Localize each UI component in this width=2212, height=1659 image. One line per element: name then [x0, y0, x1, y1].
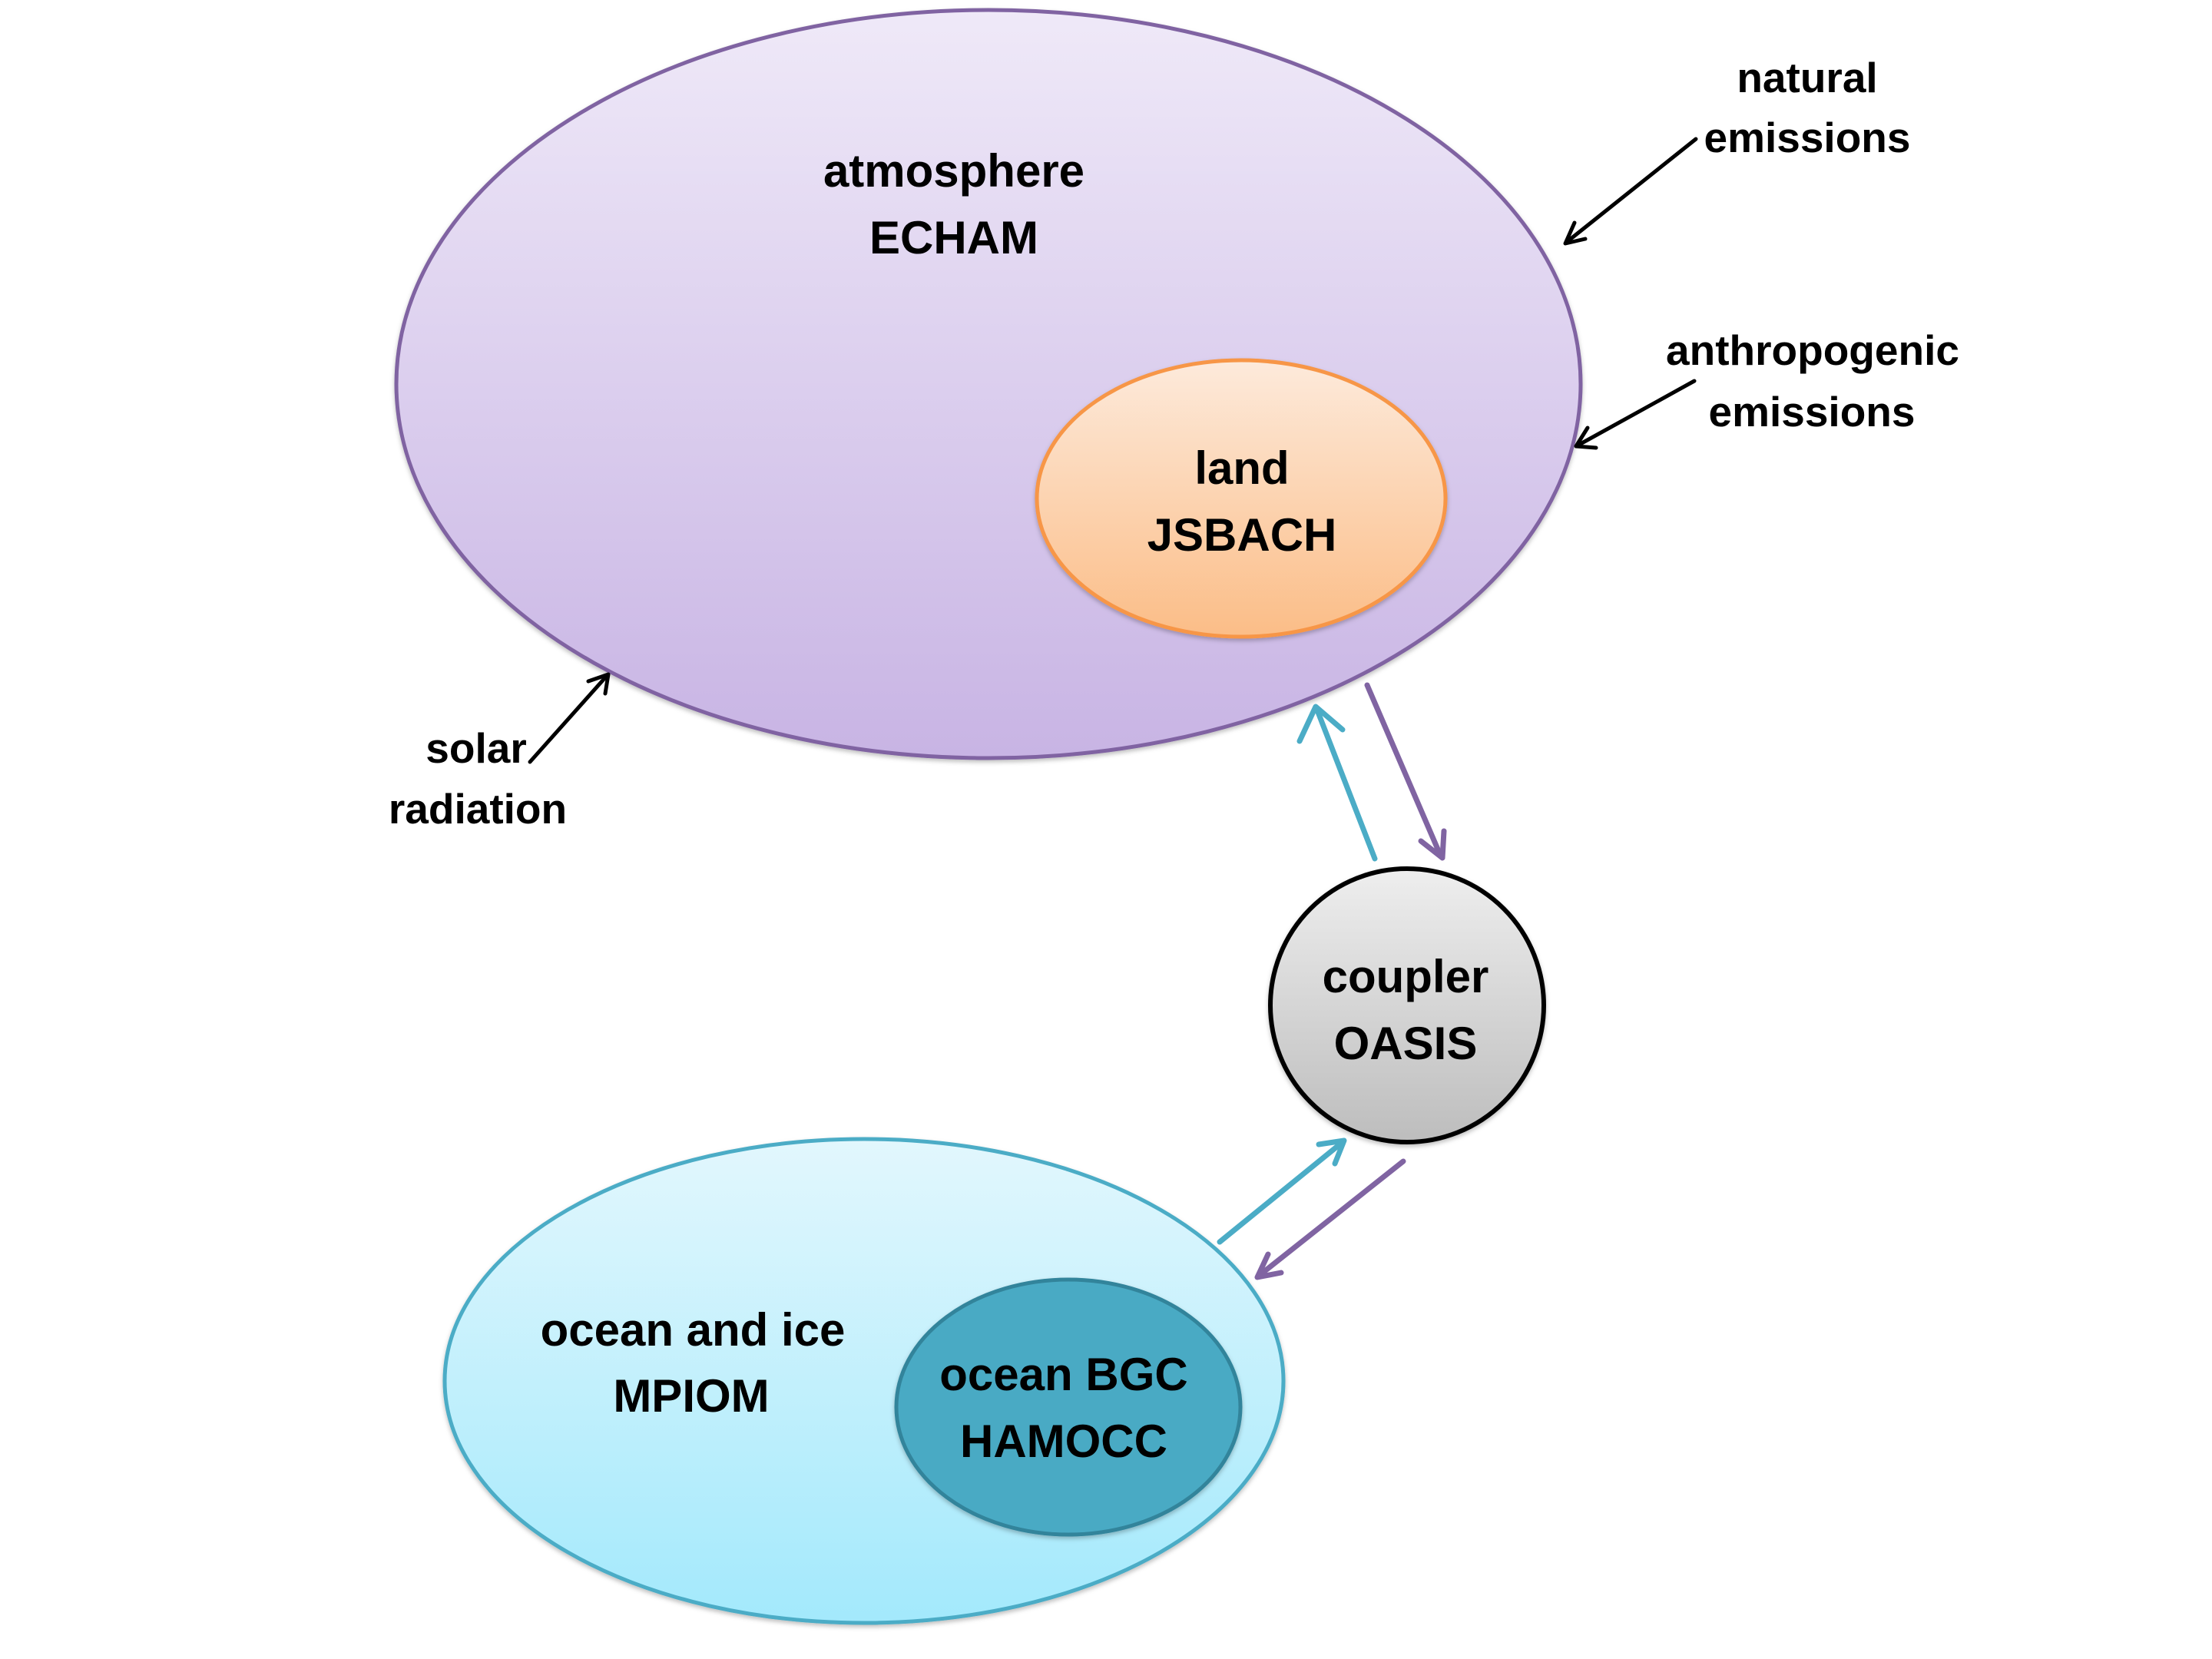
- anthropogenic-emissions-line2: emissions: [1708, 388, 1915, 435]
- coupler-circle: [1268, 866, 1546, 1144]
- ocean-model-label: MPIOM: [613, 1370, 769, 1422]
- ocean-bgc-component: ocean BGC HAMOCC: [894, 1277, 1243, 1537]
- arrow-anthropogenic-emissions: [1574, 379, 1697, 450]
- solar-radiation-label: solar radiation: [389, 724, 567, 833]
- atmosphere-label: atmosphere: [823, 145, 1084, 197]
- atmosphere-ellipse: [394, 8, 1583, 760]
- arrow-solar-radiation: [528, 672, 611, 764]
- land-model-label: JSBACH: [1147, 509, 1337, 561]
- land-ellipse: [1035, 358, 1448, 639]
- land-label: land: [1194, 442, 1289, 494]
- exchange-arrows: [1217, 682, 1447, 1280]
- ocean-bgc-label: ocean BGC: [939, 1349, 1187, 1400]
- forcing-arrows: [528, 137, 1698, 764]
- atmosphere-model-label: ECHAM: [869, 212, 1038, 263]
- natural-emissions-label: natural emissions: [1704, 54, 1910, 161]
- arrow-coupler-to-atmosphere: [1296, 704, 1378, 862]
- arrow-natural-emissions: [1563, 137, 1698, 246]
- ocean-bgc-ellipse: [894, 1277, 1243, 1537]
- arrow-atmosphere-to-coupler: [1364, 682, 1447, 861]
- coupler-component: coupler OASIS: [1268, 866, 1546, 1144]
- atmosphere-component: atmosphere ECHAM: [394, 8, 1583, 760]
- coupler-label: coupler: [1323, 951, 1489, 1002]
- arrow-ocean-to-coupler: [1217, 1137, 1347, 1245]
- natural-emissions-line2: emissions: [1704, 114, 1910, 161]
- anthropogenic-emissions-label: anthropogenic emissions: [1666, 326, 1959, 435]
- arrow-coupler-to-ocean: [1254, 1158, 1406, 1280]
- natural-emissions-line1: natural: [1737, 54, 1877, 101]
- ocean-bgc-model-label: HAMOCC: [960, 1416, 1167, 1467]
- coupler-model-label: OASIS: [1334, 1018, 1478, 1069]
- land-component: land JSBACH: [1035, 358, 1448, 639]
- anthropogenic-emissions-line1: anthropogenic: [1666, 326, 1959, 374]
- solar-radiation-line1: solar: [426, 724, 526, 772]
- ocean-label: ocean and ice: [541, 1304, 846, 1356]
- solar-radiation-line2: radiation: [389, 785, 567, 833]
